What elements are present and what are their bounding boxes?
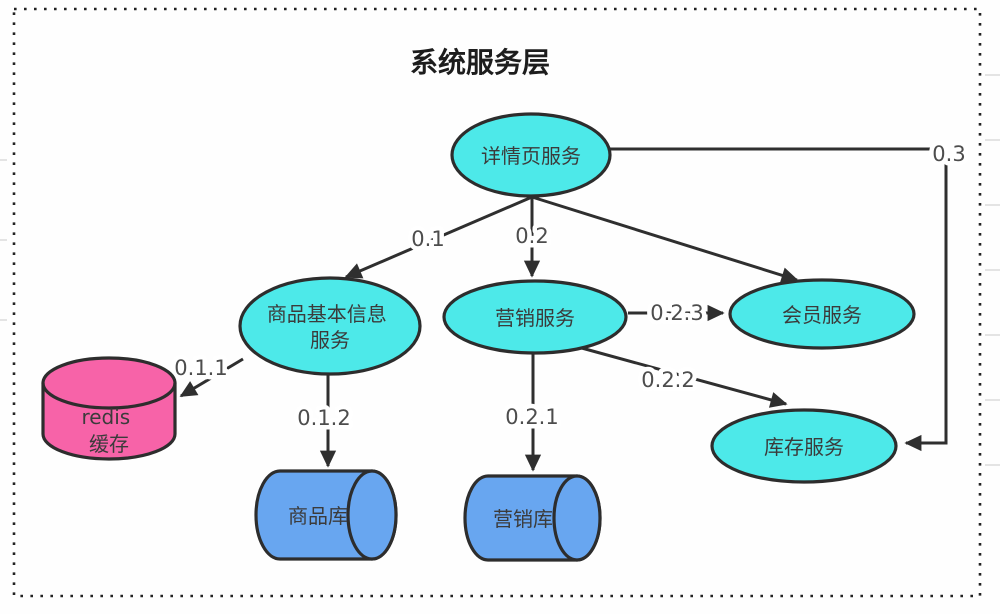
edge-label-0-2: 0.2	[515, 224, 548, 248]
edge-label-0-2-3: 0.2.3	[650, 301, 703, 325]
edge-product-info-to-redis[interactable]	[179, 357, 244, 398]
inventory-ellipse[interactable]	[710, 408, 898, 484]
node-inventory-service[interactable]: 库存服务	[710, 408, 898, 484]
node-product-info-service[interactable]: 商品基本信息 服务	[238, 276, 422, 376]
product-info-label: 商品基本信息 服务	[267, 302, 393, 352]
edge-label-0-1-2: 0.1.2	[297, 406, 350, 430]
marketing-db-label: 营销库	[493, 507, 553, 531]
redis-label: redis 缓存	[81, 405, 136, 456]
edge-marketing-to-inventory[interactable]	[577, 345, 788, 408]
node-member-service[interactable]: 会员服务	[728, 278, 916, 350]
edge-detail-to-inventory-around[interactable]	[610, 147, 948, 452]
page-border	[12, 7, 982, 598]
node-redis-cache[interactable]: redis 缓存	[41, 356, 177, 461]
marketing-ellipse[interactable]	[442, 279, 628, 355]
product-db-cap	[346, 469, 398, 561]
edge-detail-to-product-info[interactable]	[344, 195, 533, 279]
detail-service-label: 详情页服务	[481, 144, 581, 168]
node-detail-page-service[interactable]: 详情页服务	[450, 112, 612, 198]
member-label: 会员服务	[782, 303, 862, 327]
diagram-title: 系统服务层	[410, 46, 550, 79]
product-info-ellipse[interactable]	[238, 276, 422, 376]
edge-detail-to-member[interactable]	[531, 195, 799, 284]
edge-label-0-2-1: 0.2.1	[505, 405, 558, 429]
detail-service-ellipse[interactable]	[450, 112, 612, 198]
node-marketing-db[interactable]: 营销库	[463, 474, 602, 562]
edge-label-0-3: 0.3	[932, 142, 965, 166]
marketing-label: 营销服务	[495, 306, 575, 330]
redis-cylinder-top-arc	[41, 382, 177, 410]
edge-label-0-2-2: 0.2.2	[641, 368, 694, 392]
ruler-ticks	[0, 74, 1000, 466]
member-ellipse[interactable]	[728, 278, 916, 350]
node-marketing-service[interactable]: 营销服务	[442, 279, 628, 355]
product-db-label: 商品库	[288, 504, 348, 528]
inventory-label: 库存服务	[764, 435, 844, 459]
edge-label-0-1-1: 0.1.1	[174, 356, 227, 380]
node-product-db[interactable]: 商品库	[254, 469, 398, 561]
marketing-db-cap	[552, 474, 602, 562]
edge-label-0-1: 0.1	[411, 227, 444, 251]
